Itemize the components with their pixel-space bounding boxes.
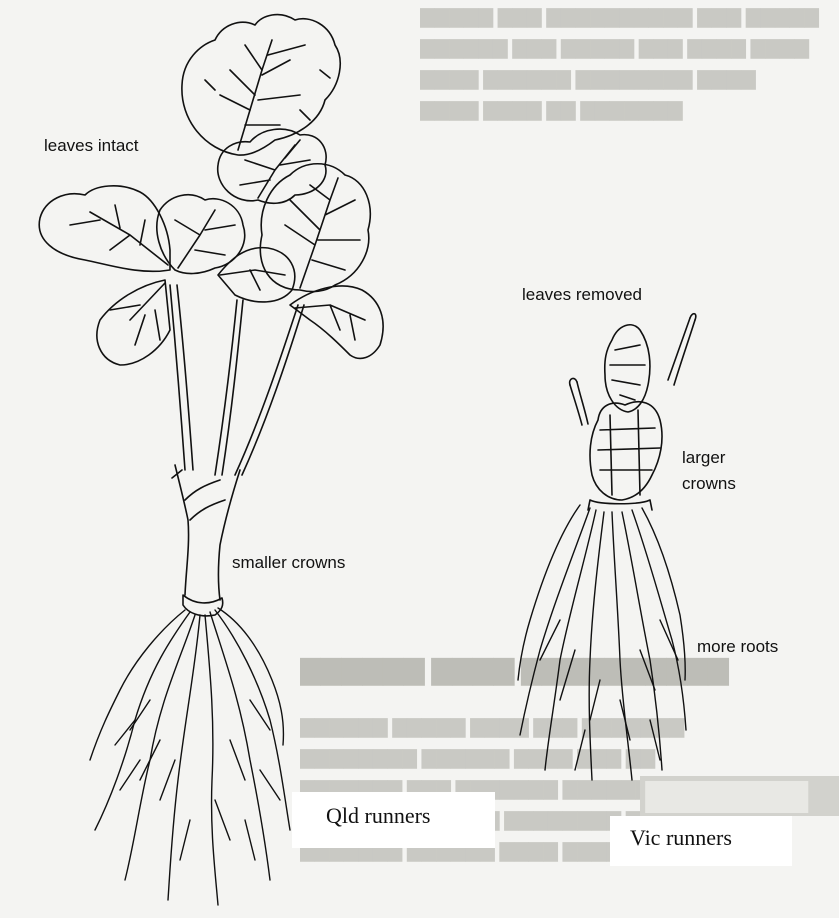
label-larger-crowns-line2: crowns xyxy=(682,474,736,494)
qld-roots xyxy=(90,608,290,905)
qld-leaf-left xyxy=(39,186,170,272)
vic-roots xyxy=(518,505,686,780)
caption-vic-runners: Vic runners xyxy=(630,825,732,851)
label-more-roots: more roots xyxy=(697,637,778,657)
qld-leaf-small xyxy=(218,248,295,302)
label-leaves-intact: leaves intact xyxy=(44,136,139,156)
label-larger-crowns-line1: larger xyxy=(682,448,725,468)
label-smaller-crowns: smaller crowns xyxy=(232,553,345,573)
qld-stems xyxy=(170,285,304,475)
vic-crown xyxy=(588,325,662,510)
qld-leaf-right xyxy=(260,164,370,292)
qld-crown xyxy=(172,465,240,616)
vic-cut-stalks xyxy=(570,314,696,425)
vic-runner-plant xyxy=(518,314,696,780)
label-leaves-removed: leaves removed xyxy=(522,285,642,305)
qld-leaf-lower-left xyxy=(97,280,170,365)
caption-qld-runners: Qld runners xyxy=(326,803,430,829)
qld-leaf-lower-right xyxy=(290,286,383,358)
